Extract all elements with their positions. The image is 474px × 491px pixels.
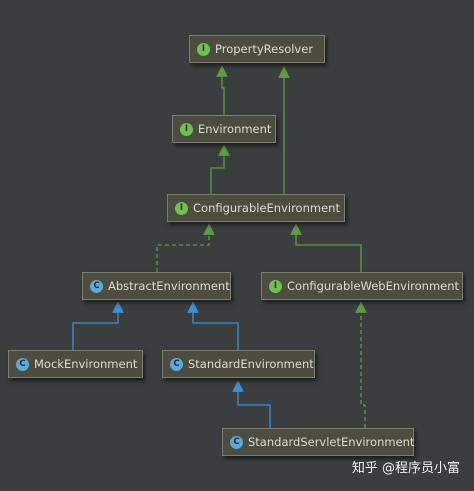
interface-icon: I bbox=[175, 201, 188, 215]
class-icon: C bbox=[16, 357, 29, 371]
node-configurablewebenvironment[interactable]: I ConfigurableWebEnvironment bbox=[261, 272, 463, 300]
node-configurableenvironment[interactable]: I ConfigurableEnvironment bbox=[167, 194, 345, 222]
node-label: PropertyResolver bbox=[215, 42, 314, 56]
watermark-text: 知乎 @程序员小富 bbox=[351, 461, 460, 476]
class-icon: C bbox=[170, 357, 183, 371]
node-standardenvironment[interactable]: C StandardEnvironment bbox=[162, 350, 315, 378]
edge-standardservletenvironment-to-configurablewebenvironment bbox=[355, 301, 367, 428]
node-mockenvironment[interactable]: C MockEnvironment bbox=[8, 350, 143, 378]
interface-icon: I bbox=[269, 279, 282, 293]
node-standardservletenvironment[interactable]: C StandardServletEnvironment bbox=[222, 428, 414, 456]
node-abstractenvironment[interactable]: C AbstractEnvironment bbox=[82, 272, 231, 300]
interface-icon: I bbox=[180, 122, 193, 136]
node-label: StandardEnvironment bbox=[188, 357, 314, 371]
edge-environment-to-propertyresolver bbox=[216, 65, 228, 115]
edge-standardenvironment-to-abstractenvironment bbox=[187, 301, 239, 350]
abstract-class-icon: C bbox=[90, 279, 103, 293]
edge-standardservletenvironment-to-standardenvironment bbox=[232, 380, 271, 428]
node-label: MockEnvironment bbox=[34, 357, 138, 371]
edge-configurableenvironment-to-environment bbox=[210, 144, 230, 194]
edge-mockenvironment-to-abstractenvironment bbox=[72, 301, 124, 350]
node-label: Environment bbox=[198, 122, 272, 136]
node-label: ConfigurableWebEnvironment bbox=[287, 279, 460, 293]
node-environment[interactable]: I Environment bbox=[172, 115, 276, 143]
node-label: StandardServletEnvironment bbox=[248, 435, 415, 449]
edge-configurablewebenvironment-to-configurableenvironment bbox=[290, 223, 362, 272]
class-icon: C bbox=[230, 435, 243, 449]
node-label: ConfigurableEnvironment bbox=[193, 201, 340, 215]
interface-icon: I bbox=[197, 42, 210, 56]
node-label: AbstractEnvironment bbox=[108, 279, 230, 293]
edge-abstractenvironment-to-configurableenvironment bbox=[156, 223, 215, 272]
node-propertyresolver[interactable]: I PropertyResolver bbox=[189, 35, 325, 63]
